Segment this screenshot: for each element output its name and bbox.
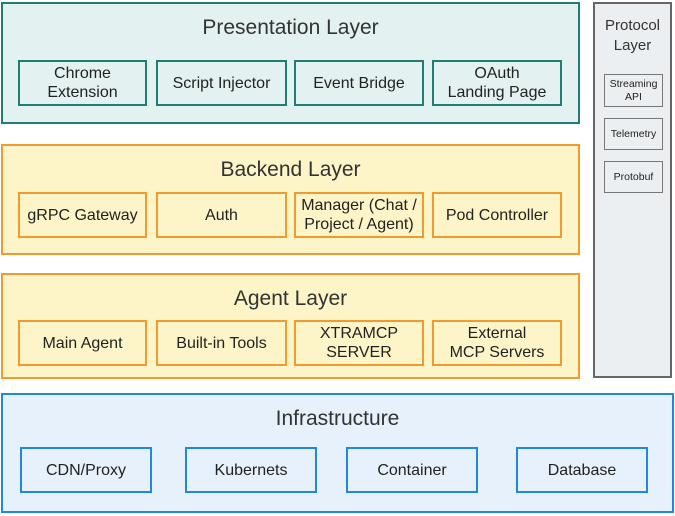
chrome-extension-box: Chrome Extension xyxy=(18,60,147,106)
xtramcp-server-box: XTRAMCP SERVER xyxy=(294,320,424,366)
external-mcp-servers-box: External MCP Servers xyxy=(432,320,562,366)
backend-layer-title: Backend Layer xyxy=(220,158,361,181)
script-injector-box: Script Injector xyxy=(156,60,287,106)
streaming-api-box: Streaming API xyxy=(604,74,663,107)
agent-layer-title: Agent Layer xyxy=(233,287,348,310)
backend-layer: Backend Layer gRPC Gateway Auth Manager … xyxy=(1,144,580,255)
oauth-landing-page-box: OAuth Landing Page xyxy=(432,60,562,106)
protocol-layer-title: Protocol Layer xyxy=(604,17,661,54)
database-box: Database xyxy=(516,447,648,493)
grpc-gateway-box: gRPC Gateway xyxy=(18,192,147,238)
auth-box: Auth xyxy=(156,192,287,238)
pod-controller-box: Pod Controller xyxy=(432,192,562,238)
agent-layer: Agent Layer Main Agent Built-in Tools XT… xyxy=(1,273,580,379)
cdn-proxy-box: CDN/Proxy xyxy=(20,447,152,493)
protobuf-box: Protobuf xyxy=(604,161,663,193)
manager-box: Manager (Chat / Project / Agent) xyxy=(294,192,424,238)
protocol-layer: Protocol Layer Streaming API Telemetry P… xyxy=(593,2,672,378)
presentation-layer-title: Presentation Layer xyxy=(202,16,379,39)
built-in-tools-box: Built-in Tools xyxy=(156,320,287,366)
presentation-layer: Presentation Layer Chrome Extension Scri… xyxy=(1,2,580,124)
kubernets-box: Kubernets xyxy=(185,447,317,493)
event-bridge-box: Event Bridge xyxy=(294,60,424,106)
infrastructure-layer-title: Infrastructure xyxy=(275,407,400,430)
infrastructure-layer: Infrastructure CDN/Proxy Kubernets Conta… xyxy=(1,393,674,513)
main-agent-box: Main Agent xyxy=(18,320,147,366)
container-box: Container xyxy=(346,447,478,493)
telemetry-box: Telemetry xyxy=(604,118,663,150)
